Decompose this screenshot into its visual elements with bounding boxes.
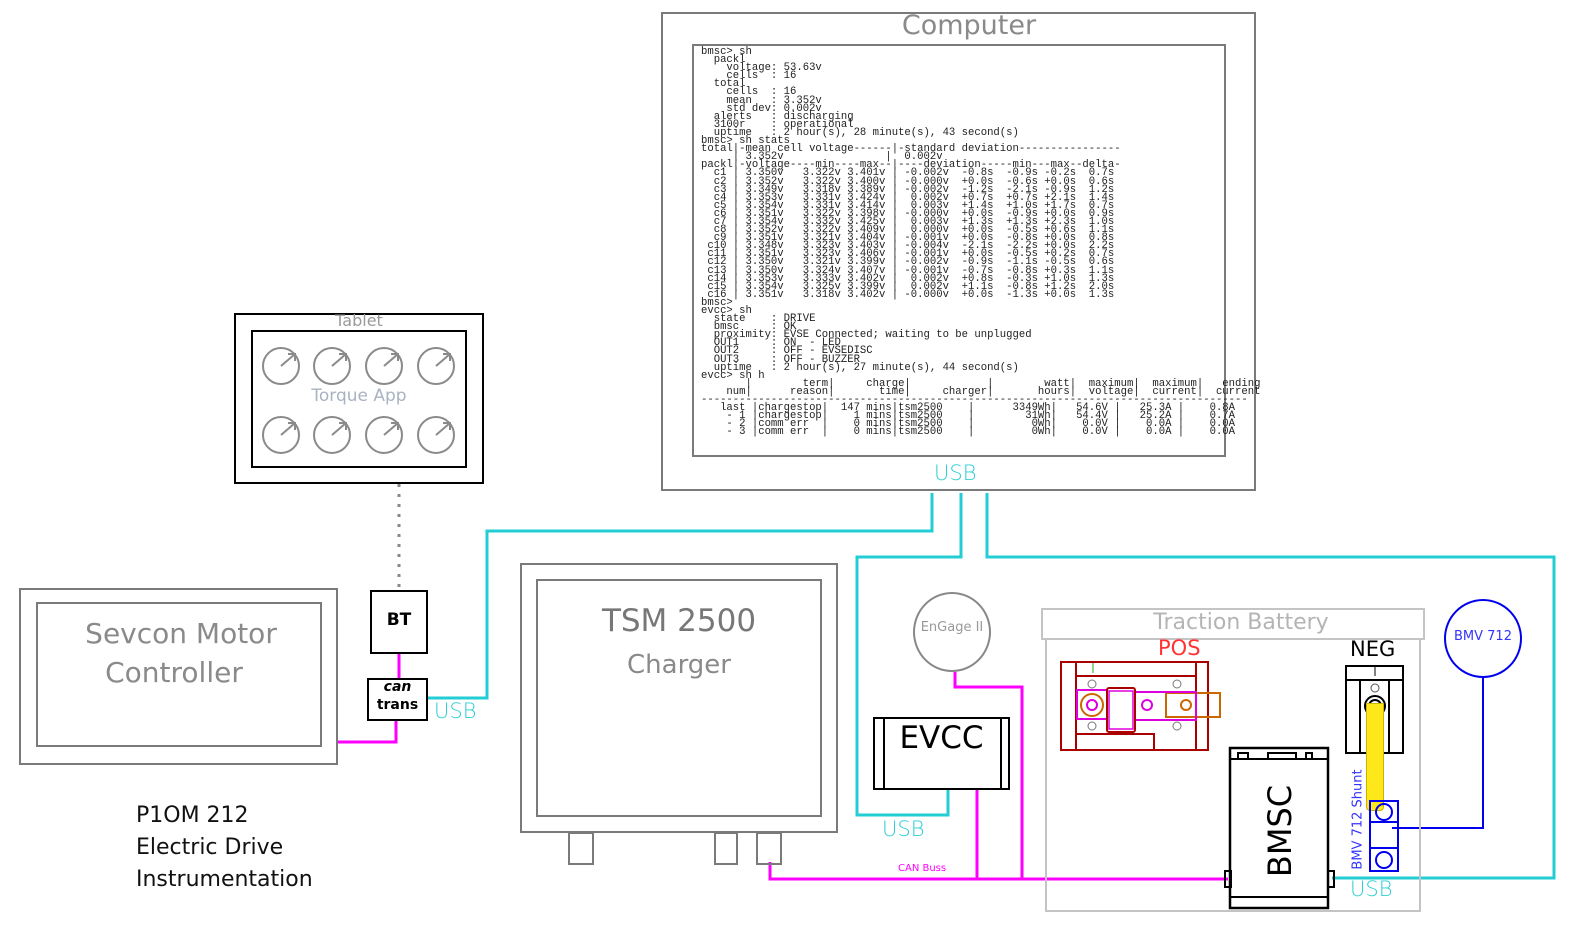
can-wire-engage — [953, 672, 1024, 879]
can-wire-motor — [337, 721, 398, 744]
engage-label: EnGage II — [920, 620, 984, 635]
usb-label-evcc: USB — [882, 817, 925, 841]
motor-controller-outer — [19, 588, 338, 765]
charger-port-3 — [756, 832, 782, 865]
charger-label: Charger — [627, 650, 731, 680]
neg-label: NEG — [1350, 637, 1396, 661]
pos-terminal — [1060, 661, 1221, 751]
gauge-icon — [313, 416, 351, 454]
terminal-output: bmsc> sh packl voltage: 53.63v cells : 1… — [701, 46, 1261, 439]
gauge-icon — [313, 347, 351, 385]
evcc-left-rail — [883, 717, 885, 790]
bt-box — [370, 590, 428, 654]
shunt-wire — [1392, 676, 1484, 829]
engage-gauge — [913, 592, 991, 672]
usb-wire-evcc — [855, 493, 963, 817]
gauge-icon — [365, 347, 403, 385]
pos-label: POS — [1158, 636, 1201, 660]
torque-app-label: Torque App — [311, 386, 407, 406]
usb-wire-cantrans — [428, 493, 934, 700]
battery-title: Traction Battery — [1153, 610, 1329, 635]
diagram-title-2: Electric Drive — [136, 835, 284, 860]
charger-port-2 — [714, 832, 738, 865]
charger-port-1 — [568, 832, 594, 865]
evcc-box — [873, 717, 1010, 790]
usb-wire-bmsc — [985, 493, 1556, 880]
diagram-title-3: Instrumentation — [136, 867, 313, 892]
computer-box — [661, 12, 1256, 491]
usb-label-bmsc: USB — [1350, 877, 1393, 901]
gauge-icon — [417, 416, 455, 454]
diagram-title-1: P1OM 212 — [136, 803, 249, 828]
terminal-window[interactable]: bmsc> sh packl voltage: 53.63v cells : 1… — [692, 44, 1261, 457]
motor-controller-inner — [36, 602, 322, 747]
bt-label: BT — [386, 610, 412, 630]
computer-title: Computer — [901, 10, 1037, 41]
motor-controller-line2: Controller — [105, 656, 243, 689]
bmsc-label: BMSC — [1261, 784, 1299, 878]
evcc-right-rail — [1000, 717, 1002, 790]
neg-busbar — [1366, 703, 1384, 811]
can-trans-label-2: trans — [376, 697, 419, 713]
can-bus-label: CAN Buss — [898, 863, 947, 874]
bmsc-box — [1224, 746, 1335, 910]
evcc-label: EVCC — [899, 720, 984, 756]
charger-inner — [536, 579, 822, 817]
charger-model: TSM 2500 — [601, 603, 757, 639]
bmv-shunt — [1369, 800, 1399, 872]
gauge-icon — [365, 416, 403, 454]
bmv-712-label: BMV 712 — [1454, 629, 1512, 644]
tablet-title: Tablet — [335, 311, 383, 330]
battery-body — [1045, 640, 1421, 912]
charger-outer — [520, 563, 838, 833]
shunt-label: BMV 712 Shunt — [1350, 769, 1366, 870]
can-trans-box — [367, 678, 428, 721]
tablet-box — [234, 313, 484, 484]
motor-controller-line1: Sevcon Motor — [85, 617, 277, 650]
can-trans-label-1: can — [383, 679, 412, 695]
gauge-icon — [262, 347, 300, 385]
tablet-screen — [251, 330, 467, 468]
gauge-icon — [262, 416, 300, 454]
usb-label-computer: USB — [934, 461, 977, 485]
usb-label-cantrans: USB — [434, 699, 477, 723]
battery-header — [1041, 608, 1425, 640]
bmv-712-monitor — [1444, 599, 1522, 678]
gauge-icon — [417, 347, 455, 385]
can-bus-main — [768, 862, 1228, 881]
